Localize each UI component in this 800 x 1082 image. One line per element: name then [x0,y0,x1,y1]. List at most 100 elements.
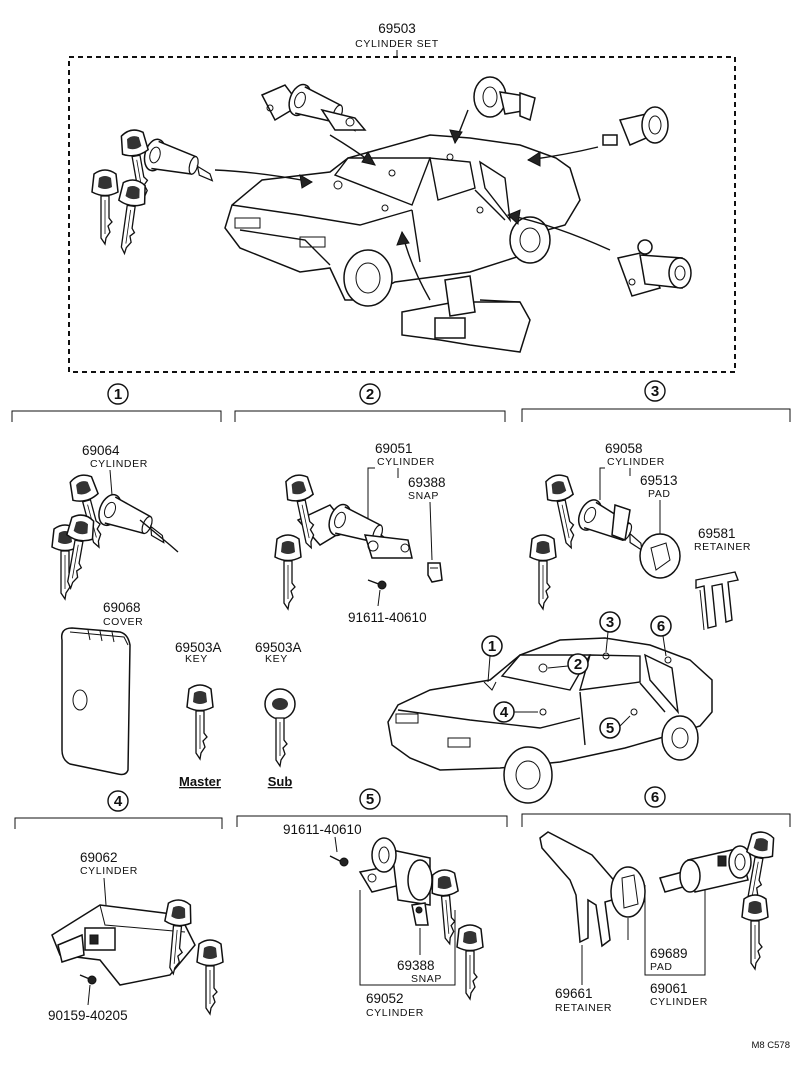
s5-snap-icon [411,902,429,926]
key-sub-group: 69503A KEY Sub [255,640,302,789]
diagram-code: M8 C578 [751,1040,790,1051]
key-sub-name: KEY [265,653,288,665]
s1-cover-icon [60,627,131,776]
set-part-number: 69503 [378,21,416,36]
s2-cylinder-name: CYLINDER [377,456,435,468]
car-callout-6: 6 [650,615,672,664]
car-callouts: 1 2 3 4 5 6 [481,611,672,739]
set-cylinder-upper-left [260,80,367,137]
set-keys-and-cylinder-left [91,127,220,257]
s6-cylinder-name: CYLINDER [650,996,708,1008]
key-master-label: Master [179,774,221,789]
s1-cylinder-number: 69064 [82,443,120,458]
key-sub-label: Sub [268,774,293,789]
s1-cover-number: 69068 [103,600,141,615]
s5-cylinder-icon [358,837,433,906]
s2-snap-icon [427,562,443,583]
s4-cylinder-name: CYLINDER [80,865,138,877]
key-master-group: 69503A KEY Master [175,640,222,789]
s4-screw-icon [79,974,97,1006]
set-part-name: CYLINDER SET [355,38,439,50]
s6-retainer-icon [539,831,619,948]
set-cylinder-bottom [401,275,531,353]
car-callout-5: 5 [599,708,638,739]
s1-cylinder-icon [93,490,179,553]
car-callout-1: 1 [481,635,503,691]
section-3: 69058 CYLINDER 69513 PAD 69581 RETAINER [529,441,751,631]
s3-cylinder-number: 69058 [605,441,643,456]
s6-retainer-number: 69661 [555,986,593,1001]
s1-keys-icon [51,471,113,600]
s3-cylinder-name: CYLINDER [607,456,665,468]
section-header-3: 3 [521,380,791,422]
section-header-5: 5 [236,788,508,827]
s6-retainer-name: RETAINER [555,1002,612,1014]
car-callout-4: 4 [493,701,547,723]
s5-snap-number: 69388 [397,958,435,973]
section-header-6: 6 [521,786,791,827]
section-5: 91611-40610 69388 SNAP 69052 CYLINDER [283,822,484,1019]
section-number-1: 1 [114,386,122,403]
s6-pad-icon [610,866,646,918]
section-6: 69661 RETAINER 69689 PAD 69061 CYLINDER [539,829,778,1014]
cylinder-set-border [68,56,736,373]
section-number-2: 2 [366,386,374,403]
set-cylinder-lower-right [616,239,692,297]
svg-text:1: 1 [488,638,496,655]
s2-screw-icon [367,579,387,607]
s6-cylinder-number: 69061 [650,981,688,996]
section-number-3: 3 [651,383,659,400]
key-master-number: 69503A [175,640,222,655]
s5-screw-number: 91611-40610 [283,822,362,837]
s4-cylinder-number: 69062 [80,850,118,865]
section-number-6: 6 [651,789,659,806]
s2-snap-name: SNAP [408,490,439,502]
svg-text:4: 4 [500,704,509,721]
svg-text:2: 2 [574,656,582,673]
set-cylinder-upper-right [602,106,669,146]
car-callout-2: 2 [538,653,589,675]
s1-cover-name: COVER [103,616,143,628]
s3-retainer-name: RETAINER [694,541,751,553]
cylinder-set-group: 69503 CYLINDER SET [68,21,736,373]
s4-screw-number: 90159-40205 [48,1008,128,1023]
set-arrows [214,109,611,301]
svg-text:5: 5 [606,720,614,737]
section-header-1: 1 [11,383,222,422]
key-sub-number: 69503A [255,640,302,655]
svg-text:3: 3 [606,614,614,631]
s3-retainer-number: 69581 [698,526,736,541]
s6-cylinder-icon [659,845,752,893]
s6-pad-number: 69689 [650,946,688,961]
s5-screw-icon [329,855,349,867]
s3-pad-name: PAD [648,488,671,500]
car-illustration-top [224,134,581,307]
section-header-4: 4 [14,790,223,829]
s5-cylinder-number: 69052 [366,991,404,1006]
section-1: 69064 CYLINDER 69068 COVER [51,443,179,776]
car-callout-3: 3 [599,611,621,660]
s2-snap-number: 69388 [408,475,446,490]
s3-pad-icon [639,533,681,579]
s5-snap-name: SNAP [411,973,442,985]
s3-pad-number: 69513 [640,473,678,488]
key-master-name: KEY [185,653,208,665]
section-number-4: 4 [114,793,123,810]
set-cylinder-upper-middle [473,76,536,122]
s2-screw-number: 91611-40610 [348,610,427,625]
s2-cylinder-icon [296,500,413,559]
s2-cylinder-number: 69051 [375,441,413,456]
section-4: 69062 CYLINDER 90159-40205 [48,850,224,1023]
s3-retainer-icon [695,571,739,631]
key-sub-icon [264,688,296,767]
car-locator [387,637,713,804]
section-number-5: 5 [366,791,374,808]
key-master-icon [186,684,214,760]
s3-cylinder-icon [573,495,654,557]
section-2: 69051 CYLINDER 69388 SNAP 91611-40610 [274,441,446,625]
s1-cylinder-name: CYLINDER [90,458,148,470]
s5-cylinder-name: CYLINDER [366,1007,424,1019]
s3-keys-icon [529,471,585,610]
